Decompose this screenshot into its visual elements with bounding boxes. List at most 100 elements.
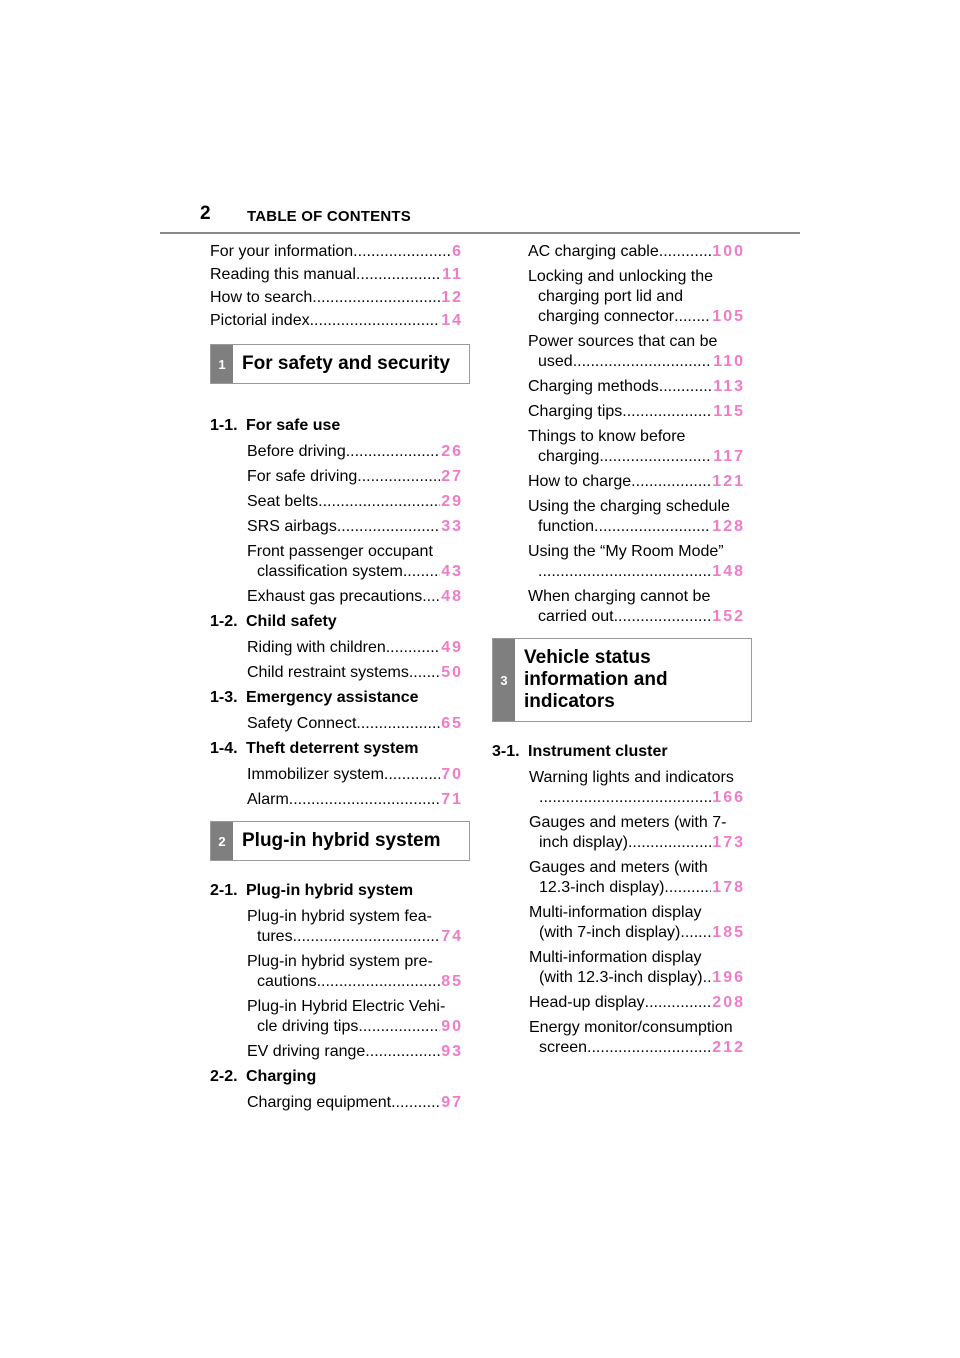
section-heading: 1-2.Child safety [210,612,463,632]
toc-entry[interactable]: Multi-information display(with 7-inch di… [492,903,745,943]
section-heading: 1-1.For safe use [210,416,463,436]
toc-entry[interactable]: Charging tips115 [492,402,745,422]
toc-page-link[interactable]: 49 [441,639,463,656]
toc-entry-line: Safety Connect65 [247,714,463,734]
toc-entry[interactable]: Reading this manual11 [210,265,463,285]
toc-entry[interactable]: Using the “My Room Mode”148 [492,542,745,582]
toc-page-link[interactable]: 14 [441,312,463,329]
toc-page-link[interactable]: 85 [441,973,463,990]
toc-page-link[interactable]: 196 [712,969,745,986]
toc-page-link[interactable]: 117 [713,448,745,465]
section-heading: 1-4.Theft deterrent system [210,739,463,759]
toc-page-link[interactable]: 178 [712,879,745,896]
toc-entry[interactable]: Plug-in hybrid system fea-tures74 [210,907,463,947]
toc-entry[interactable]: Seat belts29 [210,492,463,512]
toc-page-link[interactable]: 166 [712,789,745,806]
toc-entry-title: AC charging cable [528,243,659,260]
toc-page-link[interactable]: 27 [441,468,463,485]
toc-entry-title: For safe driving [247,468,358,485]
toc-page-link[interactable]: 74 [441,928,463,945]
toc-page-link[interactable]: 50 [441,664,463,681]
toc-entry-title: For your information [210,243,354,260]
toc-entry[interactable]: Head-up display208 [492,993,745,1013]
dot-leader [356,714,440,734]
toc-entry-line: inch display) 173 [529,833,745,853]
toc-page-link[interactable]: 90 [441,1018,463,1035]
toc-page-link[interactable]: 97 [441,1094,463,1111]
toc-entry[interactable]: Using the charging schedulefunction128 [492,497,745,537]
toc-entry[interactable]: Energy monitor/consumptionscreen212 [492,1018,745,1058]
toc-entry[interactable]: SRS airbags33 [210,517,463,537]
toc-entry[interactable]: Safety Connect65 [210,714,463,734]
toc-entry[interactable]: Child restraint systems50 [210,663,463,683]
toc-entry[interactable]: Warning lights and indicators166 [492,768,745,808]
toc-entry[interactable]: For safe driving 27 [210,467,463,487]
toc-page-link[interactable]: 105 [712,308,745,325]
toc-entry-title: used [538,353,573,370]
toc-entry-line: used 110 [528,352,745,372]
toc-page-link[interactable]: 29 [441,493,463,510]
toc-page-link[interactable]: 110 [713,353,745,370]
toc-page-link[interactable]: 12 [441,289,463,306]
toc-page-link[interactable]: 33 [441,518,463,535]
toc-entry[interactable]: Things to know beforecharging117 [492,427,745,467]
toc-entry-text-line: Multi-information display [529,949,702,966]
toc-page-link[interactable]: 185 [712,924,745,941]
toc-entry-line: cautions85 [247,972,463,992]
toc-entry[interactable]: Pictorial index14 [210,311,463,331]
toc-entry[interactable]: Multi-information display(with 12.3-inch… [492,948,745,988]
toc-entry[interactable]: Power sources that can beused110 [492,332,745,372]
toc-entry[interactable]: Gauges and meters (with 7-inch display)1… [492,813,745,853]
toc-page-link[interactable]: 70 [441,766,463,783]
toc-page-link[interactable]: 148 [712,563,745,580]
toc-entry[interactable]: For your information 6 [210,242,463,262]
toc-entry[interactable]: Exhaust gas precautions 48 [210,587,463,607]
toc-page-link[interactable]: 152 [712,608,745,625]
toc-entry[interactable]: Immobilizer system70 [210,765,463,785]
toc-page-link[interactable]: 208 [712,994,745,1011]
toc-page-link[interactable]: 48 [441,588,463,605]
toc-entry-line: screen212 [529,1038,745,1058]
toc-entry[interactable]: AC charging cable 100 [492,242,745,262]
toc-entry[interactable]: Plug-in Hybrid Electric Vehi-cle driving… [210,997,463,1037]
toc-entry[interactable]: How to search12 [210,288,463,308]
toc-entry-line: Head-up display208 [529,993,745,1013]
toc-page-link[interactable]: 71 [441,791,463,808]
toc-page-link[interactable]: 113 [713,378,745,395]
toc-entry-text-line: Things to know before [528,428,686,445]
toc-entry[interactable]: Before driving26 [210,442,463,462]
toc-page-link[interactable]: 115 [713,403,745,420]
toc-entry[interactable]: Plug-in hybrid system pre-cautions85 [210,952,463,992]
toc-entry-title: Exhaust gas precautions [247,588,423,605]
toc-entry[interactable]: Riding with children49 [210,638,463,658]
toc-page-link[interactable]: 173 [712,834,745,851]
toc-entry[interactable]: Charging methods113 [492,377,745,397]
toc-page-link[interactable]: 6 [452,243,463,260]
toc-page-link[interactable]: 93 [441,1043,463,1060]
toc-page-link[interactable]: 43 [441,563,463,580]
toc-entry[interactable]: EV driving range93 [210,1042,463,1062]
toc-entry-line: For your information 6 [210,242,463,262]
toc-page-link[interactable]: 26 [441,443,463,460]
toc-page-link[interactable]: 121 [712,473,745,490]
toc-entry[interactable]: Charging equipment97 [210,1093,463,1113]
toc-entry[interactable]: Alarm71 [210,790,463,810]
toc-page-link[interactable]: 65 [441,715,463,732]
toc-page-link[interactable]: 212 [712,1039,745,1056]
section-title: Instrument cluster [528,743,668,760]
toc-page-link[interactable]: 100 [712,243,745,260]
toc-entry-text-line: Using the charging schedule [528,498,730,515]
toc-page-link[interactable]: 11 [442,266,463,283]
toc-entry-title: inch display) [539,834,628,851]
page-number: 2 [200,203,211,224]
toc-page-link[interactable]: 128 [712,518,745,535]
section-title: Emergency assistance [246,689,419,706]
toc-entry[interactable]: How to charge121 [492,472,745,492]
